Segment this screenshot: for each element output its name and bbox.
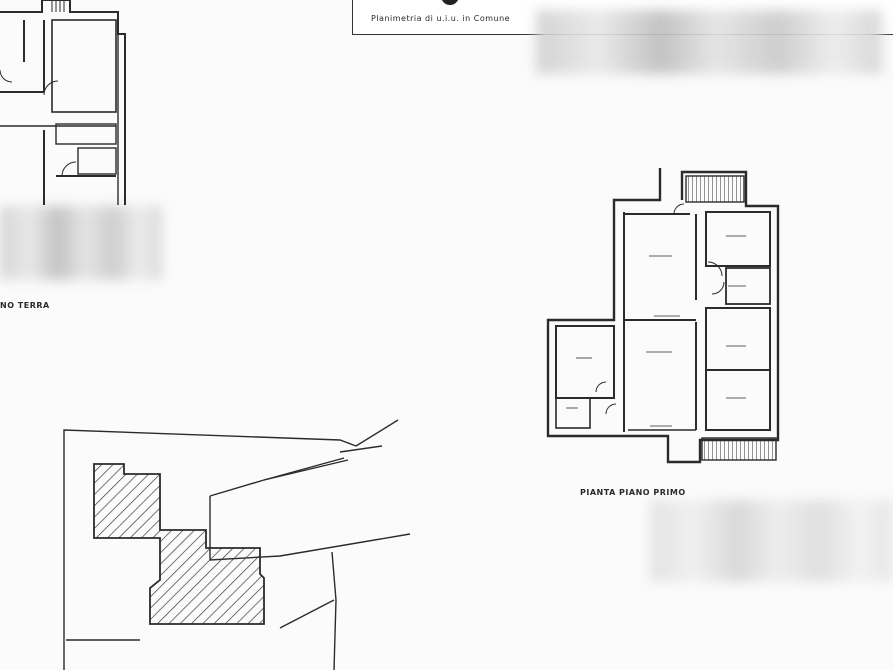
emblem-icon [441,0,459,5]
redacted-header-area [536,10,882,74]
ground-floor-label: NO TERRA [0,301,50,310]
first-floor-label: PIANTA PIANO PRIMO [580,488,686,497]
header-caption: Planimetria di u.i.u. in Comune [371,14,511,23]
site-plan [63,419,411,670]
ground-floor-plan [0,0,126,205]
redacted-ground-area [0,206,162,280]
redacted-bottom-area [650,500,893,582]
building-footprint [93,463,265,625]
first-floor-plan [546,168,780,464]
